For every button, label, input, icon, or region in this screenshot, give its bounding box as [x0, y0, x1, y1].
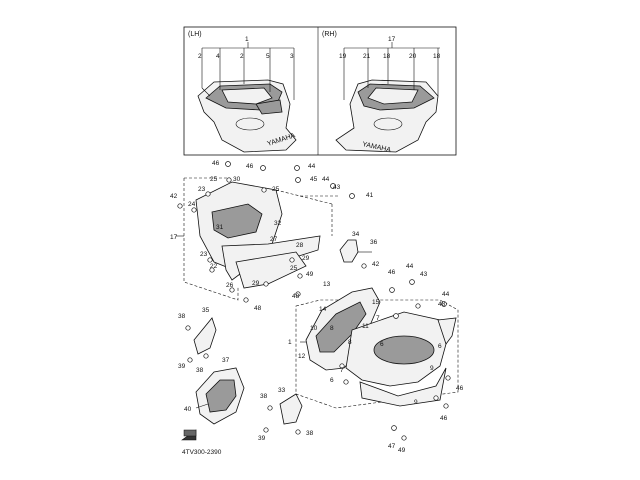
callout-36: 36: [370, 239, 378, 246]
fasteners-lower: [339, 279, 451, 441]
decal-panels: (LH) (RH) YAMAHA YAMAHA 1 2 4 2 5: [183, 26, 457, 156]
callout-34: 34: [352, 231, 360, 238]
callout-40: 40: [184, 406, 192, 413]
callout-44-d: 44: [442, 291, 450, 298]
bracket-35: 35 38 39 38: [178, 307, 217, 374]
callout-17-rh: 17: [388, 36, 396, 43]
callout-29-b: 29: [252, 280, 260, 287]
callout-39-a: 39: [178, 363, 186, 370]
callout-49-a: 49: [306, 271, 314, 278]
callout-48-a: 48: [292, 293, 300, 300]
callout-1-lower: 1: [288, 339, 292, 346]
callout-14: 14: [319, 306, 327, 313]
callout-15: 15: [372, 299, 380, 306]
callout-35: 35: [202, 307, 210, 314]
callout-12: 12: [298, 353, 306, 360]
rh-side-fairing: YAMAHA: [335, 79, 439, 154]
callout-25-b: 25: [272, 186, 280, 193]
callout-38-c: 38: [260, 393, 268, 400]
callout-2-lh-b: 2: [240, 53, 244, 60]
callout-42-a: 42: [170, 193, 178, 200]
callout-18-rh: 18: [383, 53, 391, 60]
callout-44-b: 44: [322, 176, 330, 183]
callout-49-b: 49: [398, 447, 406, 454]
callout-29-a: 29: [302, 255, 310, 262]
callout-10: 10: [310, 325, 318, 332]
callout-9-b: 9: [414, 399, 418, 406]
callout-44-a: 44: [308, 163, 316, 170]
callout-8: 8: [330, 325, 334, 332]
callout-47: 47: [388, 443, 396, 450]
callout-48-b: 48: [254, 305, 262, 312]
bracket-33: 33 38 39 38: [258, 387, 314, 442]
callout-46-b: 46: [246, 163, 254, 170]
callout-46-c: 46: [388, 269, 396, 276]
fasteners-upper: [177, 161, 355, 303]
callout-43-a: 43: [333, 184, 341, 191]
callout-3-lh: 3: [290, 53, 294, 60]
callout-45: 45: [310, 176, 318, 183]
callout-23-a: 23: [198, 186, 206, 193]
callout-38-d: 38: [306, 430, 314, 437]
callout-44-c: 44: [406, 263, 414, 270]
callout-28: 28: [296, 242, 304, 249]
callout-27: 27: [270, 236, 278, 243]
reference-code: 4TV300-2390: [182, 449, 222, 456]
callout-30: 30: [233, 176, 241, 183]
callout-21: 21: [363, 53, 371, 60]
callout-46-d: 46: [456, 385, 464, 392]
callout-6-b: 6: [330, 377, 334, 384]
front-direction-icon: [181, 429, 197, 441]
callout-39-b: 39: [258, 435, 266, 442]
callout-26: 26: [226, 282, 234, 289]
callout-24: 24: [188, 201, 196, 208]
callout-25-a: 25: [210, 176, 218, 183]
callout-17: 17: [170, 234, 178, 241]
callout-19: 19: [339, 53, 347, 60]
callout-46-a: 46: [212, 160, 220, 167]
panel-rh-label: (RH): [322, 31, 337, 38]
callout-37: 37: [222, 357, 230, 364]
inner-panel-assembly: 17 46 46: [170, 160, 374, 312]
callout-13: 13: [323, 281, 331, 288]
callout-18-rh-b: 18: [433, 53, 441, 60]
callout-38-b: 38: [196, 367, 204, 374]
callout-22: 22: [210, 263, 218, 270]
callout-1: 1: [245, 36, 249, 43]
callout-20: 20: [409, 53, 417, 60]
cover-37: 37 40: [184, 357, 245, 425]
callout-5-lh: 5: [266, 53, 270, 60]
callout-43-b: 43: [420, 271, 428, 278]
callout-46-e: 46: [440, 415, 448, 422]
callout-38-a: 38: [178, 313, 186, 320]
callout-2-lh: 2: [198, 53, 202, 60]
lh-side-fairing: YAMAHA: [197, 79, 297, 153]
callout-8-b: 8: [348, 339, 352, 346]
callout-32: 32: [274, 220, 282, 227]
lower-fairing-assembly: 13 14 10 1 12 8 15 7 11 8 6 7 6 6 9 9 46…: [288, 263, 464, 454]
callout-33: 33: [278, 387, 286, 394]
callout-7-b: 7: [340, 367, 344, 374]
callout-42-b: 42: [372, 261, 380, 268]
callout-41: 41: [366, 192, 374, 199]
callout-6-c: 6: [438, 343, 442, 350]
callout-25-c: 25: [290, 265, 298, 272]
callout-4-lh: 4: [216, 53, 220, 60]
callout-9-a: 9: [430, 365, 434, 372]
callout-31: 31: [216, 224, 224, 231]
callout-6-a: 6: [380, 341, 384, 348]
callout-7-a: 7: [376, 315, 380, 322]
callout-11: 11: [362, 323, 369, 330]
bracket-34-36: 34 36 42: [339, 231, 380, 269]
callout-23-b: 23: [200, 251, 208, 258]
panel-lh-label: (LH): [188, 31, 202, 38]
callout-48-c: 48: [438, 301, 446, 308]
